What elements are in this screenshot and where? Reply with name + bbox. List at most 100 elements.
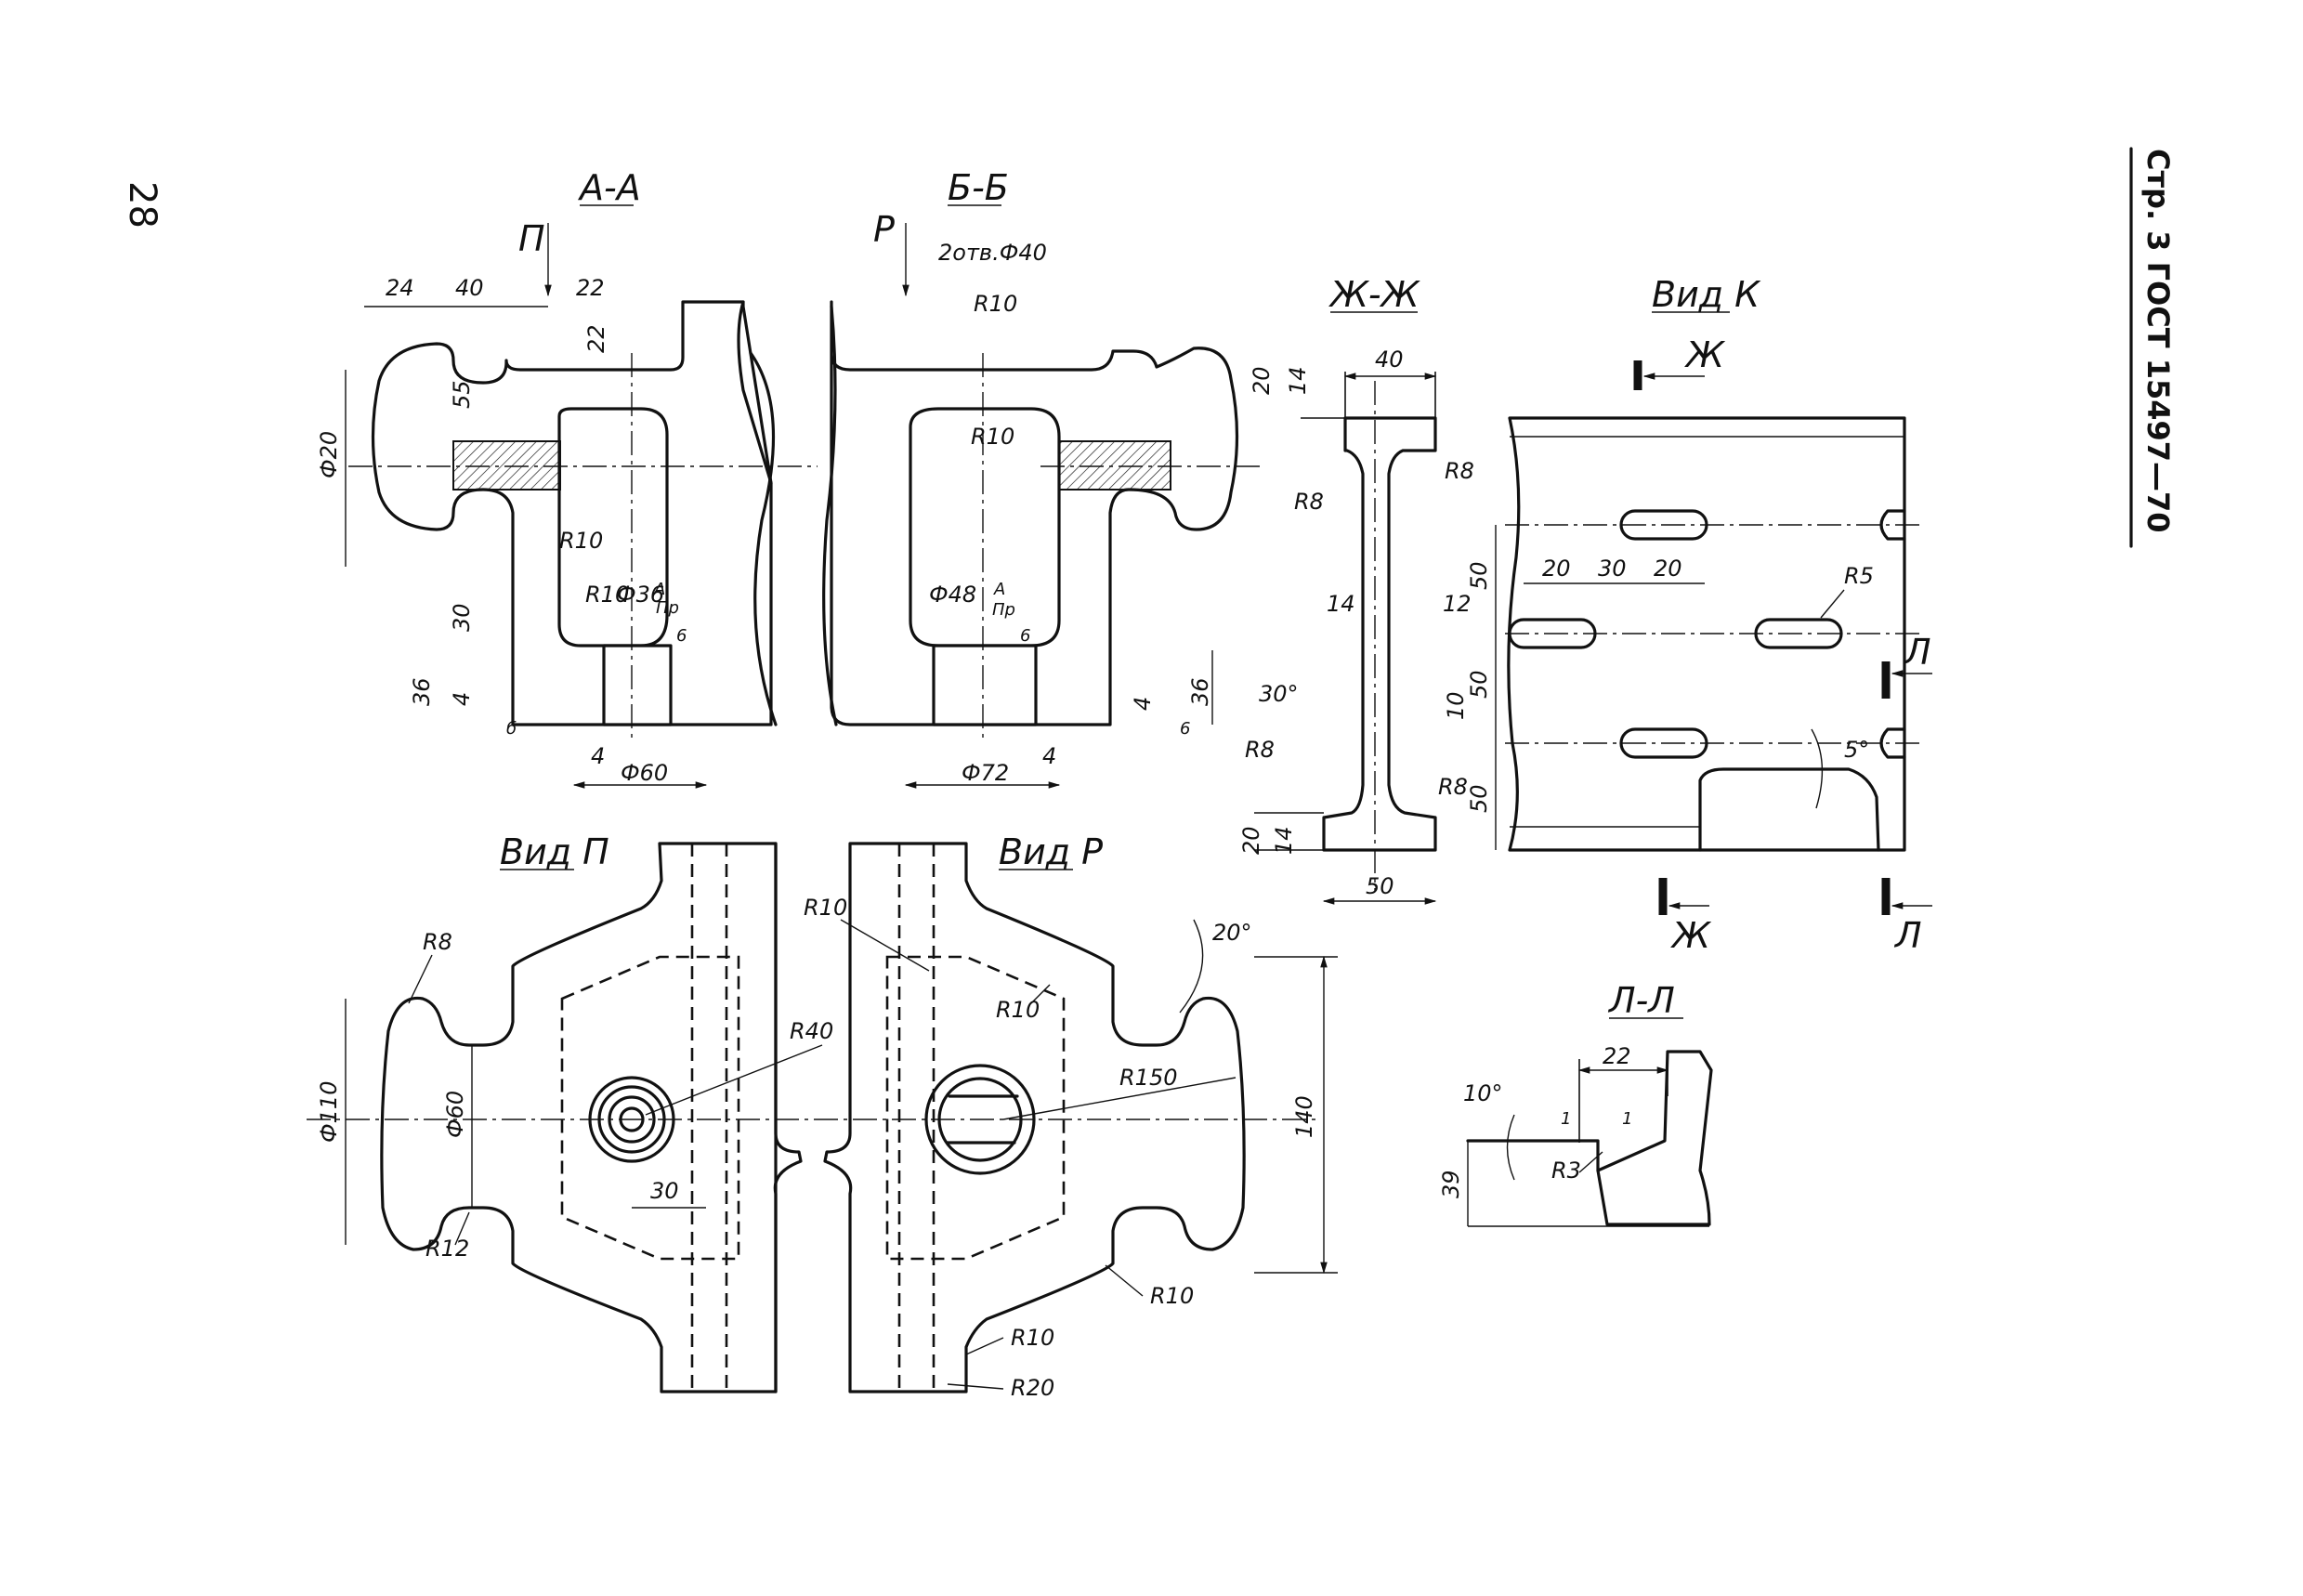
section-bb: Б-Б Р 2отв.Ф40 R10 R10 Ф48 A Пр 6 4 6 36…	[822, 167, 1263, 789]
svg-text:4: 4	[1130, 697, 1156, 711]
svg-text:40: 40	[455, 275, 484, 301]
view-p: Вид П R8 Ф110 Ф60 R12 R40 30	[307, 831, 1319, 1393]
marker-r: Р	[873, 209, 895, 250]
svg-text:55: 55	[449, 380, 475, 409]
svg-text:R8: R8	[1445, 458, 1474, 484]
section-ll: Л-Л 10° 22 1 1 R3 39	[1438, 980, 1713, 1227]
svg-text:4: 4	[449, 692, 475, 706]
svg-text:39: 39	[1438, 1170, 1464, 1198]
svg-text:50: 50	[1466, 784, 1492, 813]
view-k-dims: 50 50 50 20 30 20 R5 5°	[1466, 525, 1874, 850]
svg-text:R5: R5	[1844, 563, 1874, 589]
svg-text:30°: 30°	[1259, 681, 1299, 707]
svg-text:40: 40	[1375, 347, 1404, 373]
svg-text:2отв.Ф40: 2отв.Ф40	[938, 240, 1047, 266]
svg-text:Ф60: Ф60	[621, 760, 668, 786]
svg-text:Ф36: Ф36	[617, 582, 664, 608]
svg-text:R8: R8	[423, 929, 452, 955]
svg-text:Пр: Пр	[992, 600, 1015, 620]
svg-text:Ф60: Ф60	[442, 1091, 468, 1138]
svg-text:20: 20	[1542, 556, 1571, 582]
svg-text:R3: R3	[1551, 1158, 1581, 1184]
svg-text:140: 140	[1291, 1095, 1317, 1138]
section-ll-dims: 10° 22 1 1 R3 39	[1438, 1043, 1632, 1226]
svg-text:50: 50	[1366, 873, 1394, 899]
svg-text:R20: R20	[1011, 1375, 1054, 1401]
view-r-title: Вид Р	[999, 831, 1103, 872]
svg-text:20: 20	[1249, 366, 1275, 395]
svg-text:Ж: Ж	[1684, 334, 1726, 375]
svg-text:1: 1	[1622, 1109, 1632, 1129]
view-k: Вид К Ж 50 50 50 20 30 20 R5	[1466, 274, 1932, 956]
svg-text:R150: R150	[1119, 1065, 1177, 1091]
view-r-boss	[924, 1064, 1036, 1175]
svg-text:Ф72: Ф72	[962, 760, 1009, 786]
svg-text:4: 4	[591, 743, 605, 769]
svg-text:R8: R8	[1294, 489, 1324, 515]
svg-text:Ф48: Ф48	[929, 582, 976, 608]
svg-text:Л: Л	[1893, 915, 1922, 956]
svg-text:Ф110: Ф110	[316, 1081, 342, 1143]
svg-text:14: 14	[1285, 366, 1311, 395]
section-zhzh: Ж-Ж 40 20 14 R8 R8 14 12 30° 10 R8 R8 20…	[1238, 274, 1474, 905]
svg-text:A: A	[653, 580, 665, 599]
svg-text:22: 22	[1603, 1043, 1631, 1069]
section-zhzh-title: Ж-Ж	[1328, 274, 1421, 315]
svg-text:б: б	[506, 719, 517, 739]
section-aa: А-А П 24 40 22 22 55 Ф20 R10 R10 Ф36 A П…	[316, 167, 818, 789]
svg-text:R8: R8	[1438, 774, 1468, 800]
svg-text:4: 4	[1042, 743, 1056, 769]
svg-text:R40: R40	[790, 1018, 833, 1044]
view-r: Вид Р R10 R10 20° R150 140 R10 R10	[804, 831, 1338, 1401]
svg-text:R8: R8	[1245, 737, 1275, 763]
svg-text:20: 20	[1654, 556, 1682, 582]
svg-text:R10: R10	[974, 291, 1017, 317]
svg-text:12: 12	[1443, 591, 1472, 617]
svg-text:Пр: Пр	[656, 598, 679, 618]
svg-text:30: 30	[1598, 556, 1627, 582]
section-aa-dims: 24 40 22 22 55 Ф20 R10 R10 Ф36 A Пр 30 3…	[316, 275, 708, 789]
svg-text:A: A	[993, 580, 1005, 599]
svg-text:R10: R10	[804, 895, 847, 921]
svg-text:14: 14	[1327, 591, 1355, 617]
section-zhzh-dims: 40 20 14 R8 R8 14 12 30° 10 R8 R8 20 14 …	[1238, 347, 1474, 905]
svg-text:24: 24	[386, 275, 414, 301]
svg-text:5°: 5°	[1844, 737, 1869, 763]
svg-text:50: 50	[1466, 670, 1492, 699]
svg-text:R10: R10	[1011, 1325, 1054, 1351]
svg-text:6: 6	[1020, 626, 1030, 646]
marker-p: П	[518, 218, 545, 259]
svg-text:20°: 20°	[1212, 920, 1252, 946]
svg-text:30: 30	[650, 1178, 679, 1204]
svg-text:R10: R10	[971, 424, 1014, 450]
svg-text:R10: R10	[559, 528, 603, 554]
svg-text:6: 6	[1180, 719, 1190, 739]
section-aa-title: А-А	[577, 167, 641, 208]
svg-text:36: 36	[409, 677, 435, 706]
section-bb-title: Б-Б	[948, 167, 1009, 208]
section-bb-dims: 2отв.Ф40 R10 R10 Ф48 A Пр 6 4 6 36 Ф72 4	[904, 240, 1213, 789]
slots-group	[1508, 509, 1906, 759]
svg-text:6: 6	[676, 626, 687, 646]
standard-reference: Стр. 3 ГОСТ 15497—70	[2140, 149, 2176, 533]
svg-text:22: 22	[583, 324, 609, 353]
page-number: 28	[121, 181, 164, 229]
svg-text:R10: R10	[1150, 1283, 1194, 1309]
view-p-dims: R8 Ф110 Ф60 R12 R40 30	[316, 929, 833, 1262]
svg-text:1: 1	[1561, 1109, 1571, 1129]
svg-text:Л: Л	[1903, 632, 1931, 673]
view-p-title: Вид П	[500, 831, 609, 872]
svg-text:R12: R12	[425, 1236, 469, 1262]
section-ll-title: Л-Л	[1607, 980, 1675, 1021]
view-k-title: Вид К	[1652, 274, 1761, 315]
svg-text:Ф20: Ф20	[316, 431, 342, 478]
svg-text:10: 10	[1443, 691, 1469, 720]
svg-text:30: 30	[449, 603, 475, 632]
svg-text:50: 50	[1466, 561, 1492, 590]
view-r-dims: R10 R10 20° R150 140 R10 R10 R20	[804, 895, 1317, 1401]
svg-text:36: 36	[1187, 677, 1213, 706]
svg-text:R10: R10	[585, 582, 629, 608]
svg-text:10°: 10°	[1463, 1080, 1503, 1106]
